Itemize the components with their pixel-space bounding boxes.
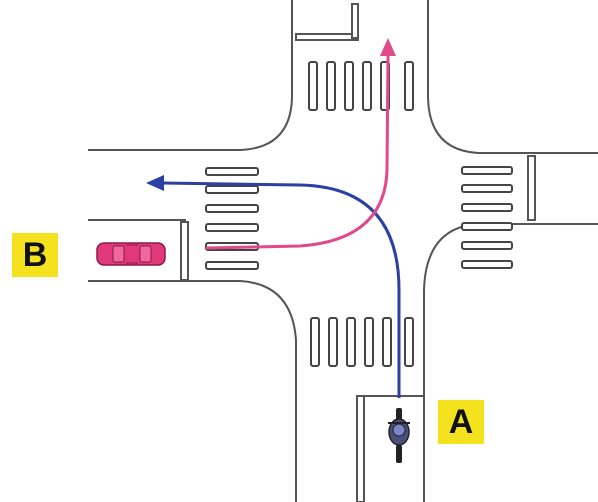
crosswalk-stripe (326, 61, 336, 111)
road-edge-bottom-left (88, 280, 297, 502)
crosswalk-stripe (461, 184, 513, 193)
car-icon (96, 242, 166, 266)
label-a: A (438, 400, 484, 444)
stop-line-north (295, 33, 359, 41)
crosswalk-east (461, 166, 513, 269)
crosswalk-stripe (461, 166, 513, 175)
crosswalk-stripe (205, 204, 259, 213)
crosswalk-stripe (328, 317, 338, 367)
crosswalk-stripe (205, 185, 259, 194)
lane-divider-south (356, 395, 365, 502)
crosswalk-north (308, 61, 414, 111)
lane-divider-north (351, 3, 359, 39)
road-edge-top-right (427, 0, 598, 154)
crosswalk-stripe (404, 61, 414, 111)
crosswalk-stripe (362, 61, 372, 111)
crosswalk-stripe (404, 317, 414, 367)
crosswalk-stripe (205, 167, 259, 176)
crosswalk-stripe (461, 222, 513, 231)
stop-line-west (180, 221, 189, 281)
motorcycle-icon (388, 408, 410, 463)
crosswalk-stripe (310, 317, 320, 367)
crosswalk-south (310, 317, 414, 367)
crosswalk-stripe (461, 241, 513, 250)
crosswalk-stripe (461, 203, 513, 212)
crosswalk-stripe (308, 61, 318, 111)
label-b: B (12, 233, 58, 277)
crosswalk-stripe (364, 317, 374, 367)
path-a-arrowhead (146, 175, 164, 191)
road-edge-top-left (88, 0, 293, 151)
crosswalk-stripe (205, 223, 259, 232)
path-b-arrow (205, 55, 390, 250)
path-b-arrowhead (380, 38, 396, 56)
crosswalk-stripe (205, 261, 259, 270)
crosswalk-stripe (344, 61, 354, 111)
stop-lines (180, 3, 536, 502)
crosswalk-stripe (346, 317, 356, 367)
crosswalk-stripe (461, 260, 513, 269)
crosswalk-stripe (382, 317, 392, 367)
stop-line-east (527, 155, 536, 221)
